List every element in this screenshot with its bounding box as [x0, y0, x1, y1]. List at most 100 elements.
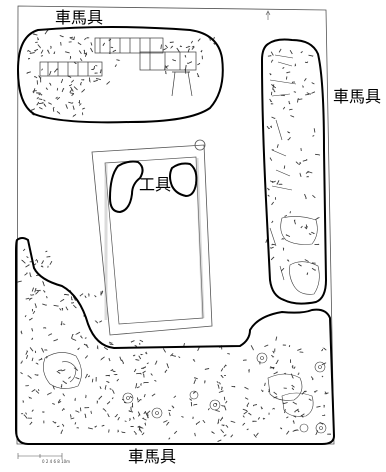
- artifact-mark: [28, 396, 32, 399]
- artifact-mark: [43, 99, 46, 102]
- artifact-mark: [137, 411, 141, 416]
- artifact-mark: [316, 405, 321, 408]
- artifact-mark: [101, 290, 104, 295]
- artifact-mark: [24, 315, 27, 318]
- artifact-mark: [165, 65, 169, 68]
- artifact-mark: [271, 201, 275, 206]
- artifact-mark: [142, 373, 145, 378]
- artifact-mark: [135, 359, 140, 361]
- artifact-mark: [32, 88, 36, 94]
- artifact-mark: [187, 61, 193, 65]
- artifact-mark: [29, 52, 35, 55]
- artifact-mark: [300, 225, 303, 229]
- artifact-mark: [25, 412, 27, 415]
- artifact-mark: [134, 344, 138, 347]
- outline-right: [260, 38, 328, 305]
- artifact-mark: [59, 308, 62, 311]
- artifact-mark: [268, 388, 270, 393]
- artifact-mark: [323, 404, 325, 408]
- artifact-mark: [34, 374, 39, 376]
- right-column-artifacts: [269, 54, 320, 295]
- artifact-mark: [31, 328, 34, 332]
- artifact-mark: [114, 413, 118, 418]
- artifact-mark: [169, 41, 174, 44]
- artifact-mark: [136, 397, 139, 401]
- artifact-mark: [84, 52, 88, 57]
- artifact-mark: [290, 115, 295, 118]
- artifact-mark: [207, 407, 210, 411]
- artifact-mark: [271, 220, 274, 224]
- artifact-mark: [160, 44, 162, 49]
- artifact-mark: [271, 354, 275, 358]
- artifact-mark: [272, 85, 277, 89]
- artifact-mark: [87, 375, 91, 378]
- artifact-mark: [46, 296, 48, 299]
- artifact-mark: [242, 408, 248, 412]
- artifact-mark: [181, 415, 184, 418]
- artifact-mark: [84, 373, 88, 379]
- artifact-mark: [143, 381, 149, 384]
- artifact-mark: [35, 290, 39, 295]
- artifact-mark: [271, 243, 276, 246]
- artifact-mark: [327, 433, 331, 435]
- artifact-mark: [184, 54, 187, 58]
- artifact-mark: [154, 380, 157, 382]
- artifact-mark: [129, 417, 131, 421]
- artifact-mark: [315, 430, 319, 436]
- artifact-mark: [193, 379, 197, 385]
- outline-top-left: [16, 26, 224, 124]
- artifact-mark: [119, 356, 122, 362]
- artifact-mark: [47, 49, 50, 54]
- artifact-mark: [70, 79, 74, 83]
- artifact-mark: [53, 304, 59, 307]
- artifact-mark: [132, 416, 135, 420]
- artifact-mark: [248, 368, 250, 373]
- artifact-mark: [38, 107, 43, 110]
- artifact-mark: [289, 211, 292, 214]
- artifact-mark: [70, 302, 75, 304]
- artifact-mark: [286, 430, 290, 435]
- artifact-mark: [302, 85, 304, 88]
- artifact-mark: [114, 64, 117, 68]
- artifact-mark: [285, 76, 288, 80]
- artifact-mark: [75, 410, 80, 413]
- artifact-mark: [84, 337, 87, 339]
- artifact-mark: [23, 414, 28, 419]
- artifact-mark: [30, 294, 35, 296]
- artifact-mark: [94, 425, 98, 428]
- artifact-mark: [25, 350, 29, 355]
- artifact-mark: [36, 96, 39, 100]
- artifact-mark: [312, 194, 316, 199]
- artifact-mark: [308, 233, 312, 235]
- artifact-mark: [38, 357, 43, 361]
- label-chariot-right: 車馬具: [333, 87, 382, 106]
- artifact-mark: [69, 88, 73, 93]
- artifact-mark: [305, 170, 309, 174]
- artifact-mark: [38, 93, 41, 96]
- artifact-mark: [46, 356, 48, 359]
- artifact-mark: [38, 98, 43, 101]
- artifact-mark: [176, 47, 180, 53]
- artifact-mark: [143, 393, 146, 398]
- artifact-mark: [273, 371, 278, 375]
- artifact-mark: [168, 437, 171, 440]
- artifact-mark: [151, 393, 156, 397]
- artifact-mark: [253, 434, 257, 438]
- artifact-mark: [112, 389, 115, 394]
- artifact-mark: [67, 75, 72, 78]
- artifact-mark: [136, 386, 140, 389]
- artifact-mark: [284, 214, 288, 218]
- artifact-mark: [63, 293, 69, 296]
- artifact-mark: [146, 410, 151, 414]
- artifact-mark: [104, 385, 107, 390]
- artifact-mark: [194, 377, 198, 380]
- artifact-mark: [77, 42, 82, 46]
- artifact-mark: [217, 418, 220, 425]
- artifact-mark: [74, 331, 81, 335]
- artifact-mark: [282, 67, 285, 69]
- artifact-mark: [27, 57, 31, 60]
- artifact-mark: [163, 420, 168, 423]
- artifact-mark: [294, 408, 299, 413]
- artifact-mark: [197, 38, 201, 42]
